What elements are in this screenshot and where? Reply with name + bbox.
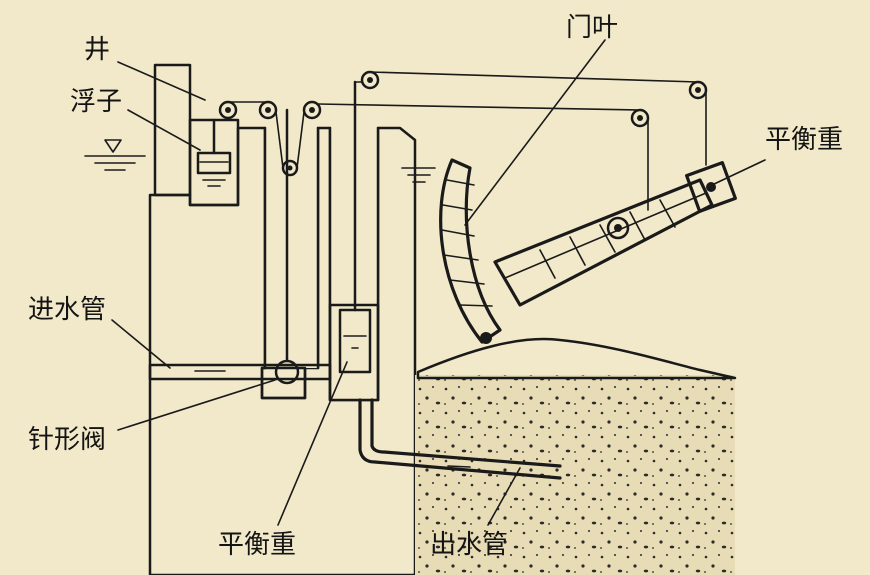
label-counterweight-right: 平衡重 (765, 125, 843, 155)
bank-mound (416, 337, 737, 380)
label-float: 浮子 (70, 87, 122, 117)
gate-leaf (439, 158, 502, 344)
left-pier (153, 63, 192, 197)
gate-arm (493, 178, 714, 307)
label-inlet-pipe: 进水管 (28, 295, 106, 325)
shaft-left (265, 128, 318, 368)
label-gate-leaf: 门叶 (566, 13, 618, 43)
leader-lines (111, 39, 766, 526)
cable-system (218, 70, 708, 211)
label-outlet-pipe: 出水管 (430, 530, 508, 560)
label-needle-valve: 针形阀 (28, 425, 106, 455)
counterweight-chamber (328, 80, 380, 402)
water-level-left (84, 139, 146, 171)
float (196, 118, 232, 187)
label-counterweight-bottom: 平衡重 (218, 530, 296, 560)
water-level-right (401, 167, 436, 183)
needle-valve (260, 108, 307, 400)
outlet-pipe (358, 398, 562, 480)
label-well: 井 (84, 35, 110, 65)
right-ground (415, 375, 735, 575)
